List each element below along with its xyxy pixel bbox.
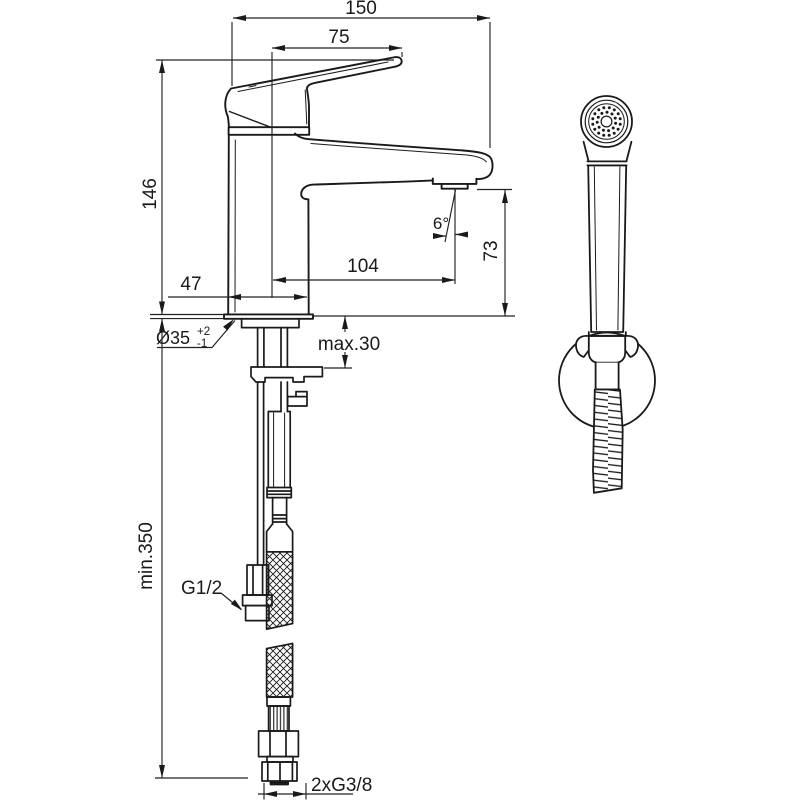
side-outlet	[286, 390, 308, 407]
lever-tick	[248, 85, 257, 88]
dim-body-depth-label: 47	[180, 274, 201, 295]
spray-center-hole	[600, 115, 613, 128]
dim-hole-tol-minus-label: -1	[197, 338, 207, 350]
dim-shower-thread-label: G1/2	[181, 578, 222, 599]
dim-handle-offset-label: 75	[328, 27, 349, 48]
hand-shower	[558, 95, 656, 494]
dim-deck-max-label: max.30	[318, 334, 380, 355]
bracket-clip	[587, 335, 627, 364]
connection-nut	[261, 761, 298, 782]
spray-face-dots	[591, 106, 622, 137]
braided-hose-lower	[265, 642, 294, 698]
dim-overall-width-label: 150	[345, 0, 377, 19]
hose-neck	[271, 496, 288, 525]
shower-head-ring1	[584, 99, 629, 144]
dim-hole-tol-plus-label: +2	[197, 326, 210, 338]
under-deck-assembly	[240, 317, 324, 786]
neck-highlight	[304, 89, 308, 125]
dim-outlet-height-label: 73	[481, 240, 502, 261]
lever-highlight	[237, 61, 389, 92]
handle-end-cap	[587, 331, 627, 337]
shower-pipe	[256, 381, 265, 565]
shower-neck	[582, 140, 633, 167]
mounting-plate	[250, 366, 324, 383]
bracket-stem	[594, 361, 620, 391]
lever-handle	[224, 56, 403, 128]
base-flange	[223, 313, 314, 320]
hose-connector-highlights	[273, 412, 286, 488]
spout-underside	[300, 179, 434, 316]
bracket-wing-right	[624, 335, 639, 358]
g12-fitting-flange	[241, 594, 273, 607]
g12-fitting-lower	[244, 604, 270, 622]
supply-tube	[280, 381, 289, 413]
dim-outlet-angle-label: 6°	[433, 214, 449, 233]
hose-ferrule	[266, 696, 292, 707]
hose-collar-rings	[266, 486, 293, 499]
shank-collar	[240, 317, 300, 329]
hose-flare	[265, 523, 294, 553]
angle-slant-line	[444, 189, 457, 243]
shower-handle	[587, 164, 628, 333]
dim-hole-diameter-label: Ø35	[156, 328, 190, 348]
faucet-body	[223, 56, 494, 320]
handle-highlights	[593, 166, 621, 331]
dimension-arrowheads	[159, 15, 508, 797]
bracket-wing-left	[575, 335, 590, 358]
dim-body-height-label: 146	[140, 178, 161, 210]
cap-band	[227, 126, 311, 136]
shank-tubes	[256, 326, 289, 368]
dim-supply-thread-label: 2xG3/8	[311, 775, 372, 796]
bottom-washer	[269, 781, 289, 786]
hose-corrugation	[267, 705, 290, 732]
union-nut	[257, 730, 300, 758]
barrel-rear-edge	[227, 133, 230, 316]
spout-highlight	[310, 143, 487, 163]
lever-body-seam	[228, 110, 273, 129]
spout	[294, 132, 494, 181]
g12-fitting-hex	[246, 564, 270, 596]
aerator-boss	[431, 177, 478, 185]
dimension-lines	[150, 15, 515, 800]
hose-connector	[267, 410, 292, 488]
braided-hose-upper	[265, 550, 294, 631]
dim-spout-reach-label: 104	[347, 256, 379, 277]
dimension-labels: 150 75 146 min.350 47 104 73 6° max.30 Ø…	[136, 0, 502, 796]
shower-head-ring2	[588, 103, 625, 140]
shower-hose-corrugated	[592, 388, 624, 494]
dim-hose-min-length-label: min.350	[136, 522, 157, 590]
